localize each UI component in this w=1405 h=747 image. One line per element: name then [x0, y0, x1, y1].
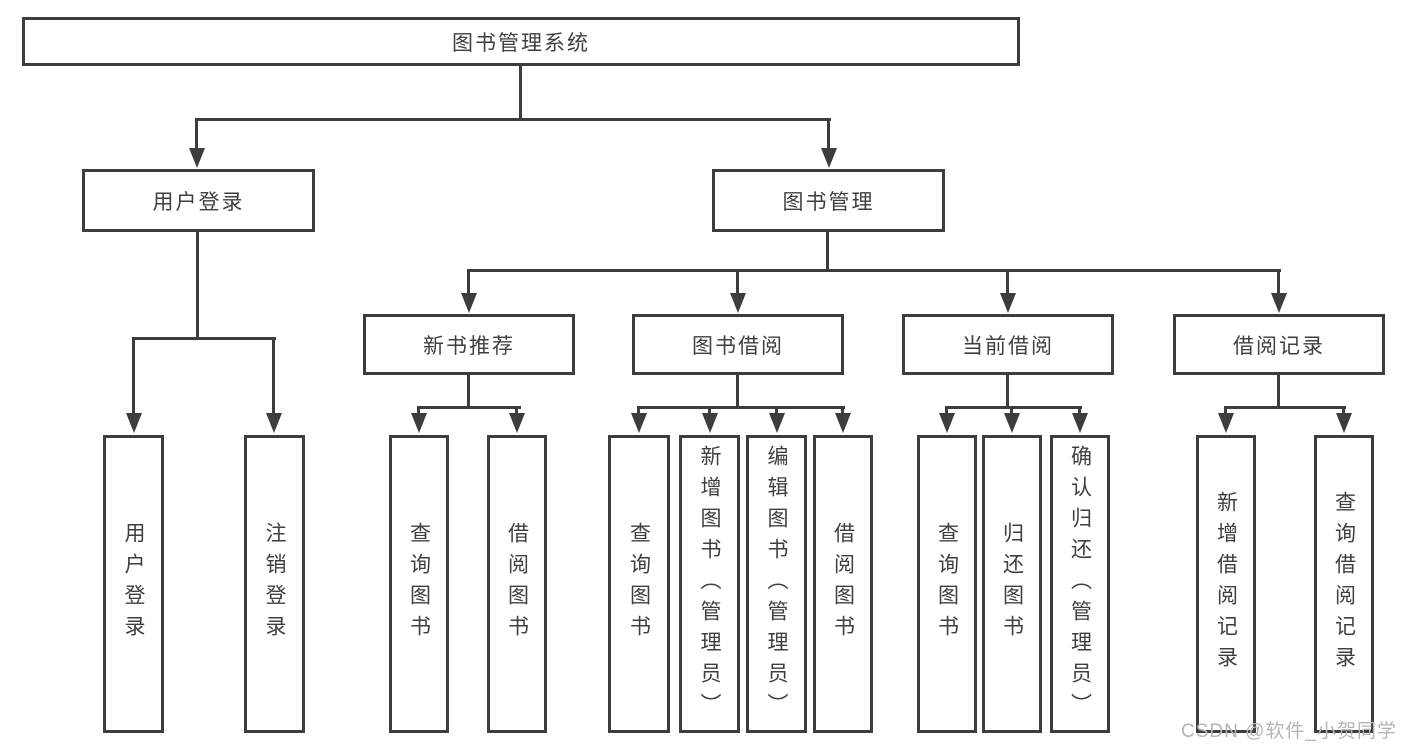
connector-stem-current: [1006, 375, 1009, 409]
arrow-down-icon: [1004, 413, 1020, 433]
node-book-borrowing: 图书借阅: [632, 314, 844, 375]
arrow-down-icon: [266, 413, 282, 433]
leaf-search-borrow-record: 查询借阅记录: [1314, 435, 1374, 733]
leaf-logout: 注销登录: [244, 435, 305, 733]
connector-branch: [132, 337, 135, 417]
node-current-borrowing: 当前借阅: [902, 314, 1114, 375]
node-label: 用户登录: [152, 190, 245, 214]
arrow-down-icon: [631, 413, 647, 433]
leaf-return-books: 归还图书: [982, 435, 1042, 733]
leaf-borrow-books-recommend: 借阅图书: [487, 435, 547, 733]
connector-hline-records: [1224, 406, 1346, 409]
leaf-label: 查询图书: [407, 522, 431, 646]
leaf-label: 归还图书: [1000, 522, 1024, 646]
node-new-book-recommendation: 新书推荐: [363, 314, 575, 375]
connector-branch: [467, 269, 470, 297]
connector-branch: [1277, 269, 1280, 297]
node-label: 图书管理系统: [452, 31, 590, 55]
connector-branch: [1010, 406, 1013, 418]
connector-branch: [1078, 406, 1081, 418]
leaf-label: 用户登录: [122, 522, 145, 646]
arrow-down-icon: [461, 293, 477, 313]
arrow-down-icon: [1218, 413, 1234, 433]
connector-stem-book-management: [826, 232, 829, 272]
connector-hline-current: [945, 406, 1082, 409]
connector-branch: [775, 406, 778, 418]
connector-stem-user-login: [196, 232, 199, 340]
connector-hline-root: [195, 118, 831, 121]
leaf-search-books-current: 查询图书: [917, 435, 977, 733]
node-label: 新书推荐: [423, 334, 515, 358]
leaf-search-books-recommend: 查询图书: [389, 435, 449, 733]
node-user-login: 用户登录: [82, 169, 315, 232]
connector-stem-root: [519, 66, 522, 121]
leaf-label: 新增借阅记录: [1214, 491, 1238, 677]
node-label: 图书借阅: [692, 334, 784, 358]
arrow-down-icon: [1000, 293, 1016, 313]
leaf-user-login: 用户登录: [103, 435, 164, 733]
arrow-down-icon: [702, 413, 718, 433]
leaf-label: 注销登录: [263, 522, 286, 646]
arrow-down-icon: [821, 148, 837, 168]
leaf-borrow-books-borrowing: 借阅图书: [813, 435, 873, 733]
arrow-down-icon: [769, 413, 785, 433]
arrow-down-icon: [126, 413, 142, 433]
arrow-down-icon: [189, 148, 205, 168]
csdn-watermark: CSDN @软件_小贺同学: [1181, 721, 1397, 742]
connector-branch: [637, 406, 640, 418]
connector-branch: [945, 406, 948, 418]
connector-branch: [417, 406, 420, 418]
leaf-label: 查询图书: [935, 522, 959, 646]
leaf-label: 查询图书: [627, 522, 651, 646]
node-book-management: 图书管理: [712, 169, 945, 232]
node-borrowing-records: 借阅记录: [1173, 314, 1385, 375]
connector-stem-records: [1277, 375, 1280, 409]
leaf-edit-books-admin: 编辑图书（管理员）: [746, 435, 807, 733]
connector-branch: [515, 406, 518, 418]
leaf-add-borrow-record: 新增借阅记录: [1196, 435, 1256, 733]
arrow-down-icon: [939, 413, 955, 433]
arrow-down-icon: [411, 413, 427, 433]
leaf-add-books-admin: 新增图书（管理员）: [679, 435, 740, 733]
connector-hline-user-login: [132, 337, 276, 340]
arrow-down-icon: [1072, 413, 1088, 433]
connector-stem-borrowing: [736, 375, 739, 409]
leaf-confirm-return-admin: 确认归还（管理员）: [1050, 435, 1110, 733]
connector-branch: [1342, 406, 1345, 418]
arrow-down-icon: [835, 413, 851, 433]
leaf-label: 新增图书（管理员）: [698, 444, 721, 724]
leaf-label: 编辑图书（管理员）: [765, 444, 788, 724]
connector-branch: [736, 269, 739, 297]
arrow-down-icon: [1336, 413, 1352, 433]
leaf-label: 查询借阅记录: [1332, 491, 1356, 677]
connector-branch: [195, 118, 198, 150]
connector-stem-recommendation: [467, 375, 470, 409]
leaf-label: 借阅图书: [831, 522, 855, 646]
connector-branch: [827, 118, 830, 150]
leaf-label: 借阅图书: [505, 522, 529, 646]
arrow-down-icon: [509, 413, 525, 433]
leaf-search-books-borrowing: 查询图书: [608, 435, 670, 733]
arrow-down-icon: [1271, 293, 1287, 313]
arrow-down-icon: [730, 293, 746, 313]
node-library-management-system: 图书管理系统: [22, 17, 1020, 66]
node-label: 图书管理: [782, 190, 875, 214]
node-label: 借阅记录: [1233, 334, 1325, 358]
connector-branch: [1006, 269, 1009, 297]
connector-hline-borrowing: [637, 406, 845, 409]
connector-branch: [708, 406, 711, 418]
connector-branch: [841, 406, 844, 418]
connector-hline-recommendation: [417, 406, 521, 409]
connector-branch: [1224, 406, 1227, 418]
connector-hline-book-management: [467, 269, 1281, 272]
connector-branch: [272, 337, 275, 417]
node-label: 当前借阅: [962, 334, 1054, 358]
leaf-label: 确认归还（管理员）: [1068, 444, 1092, 724]
